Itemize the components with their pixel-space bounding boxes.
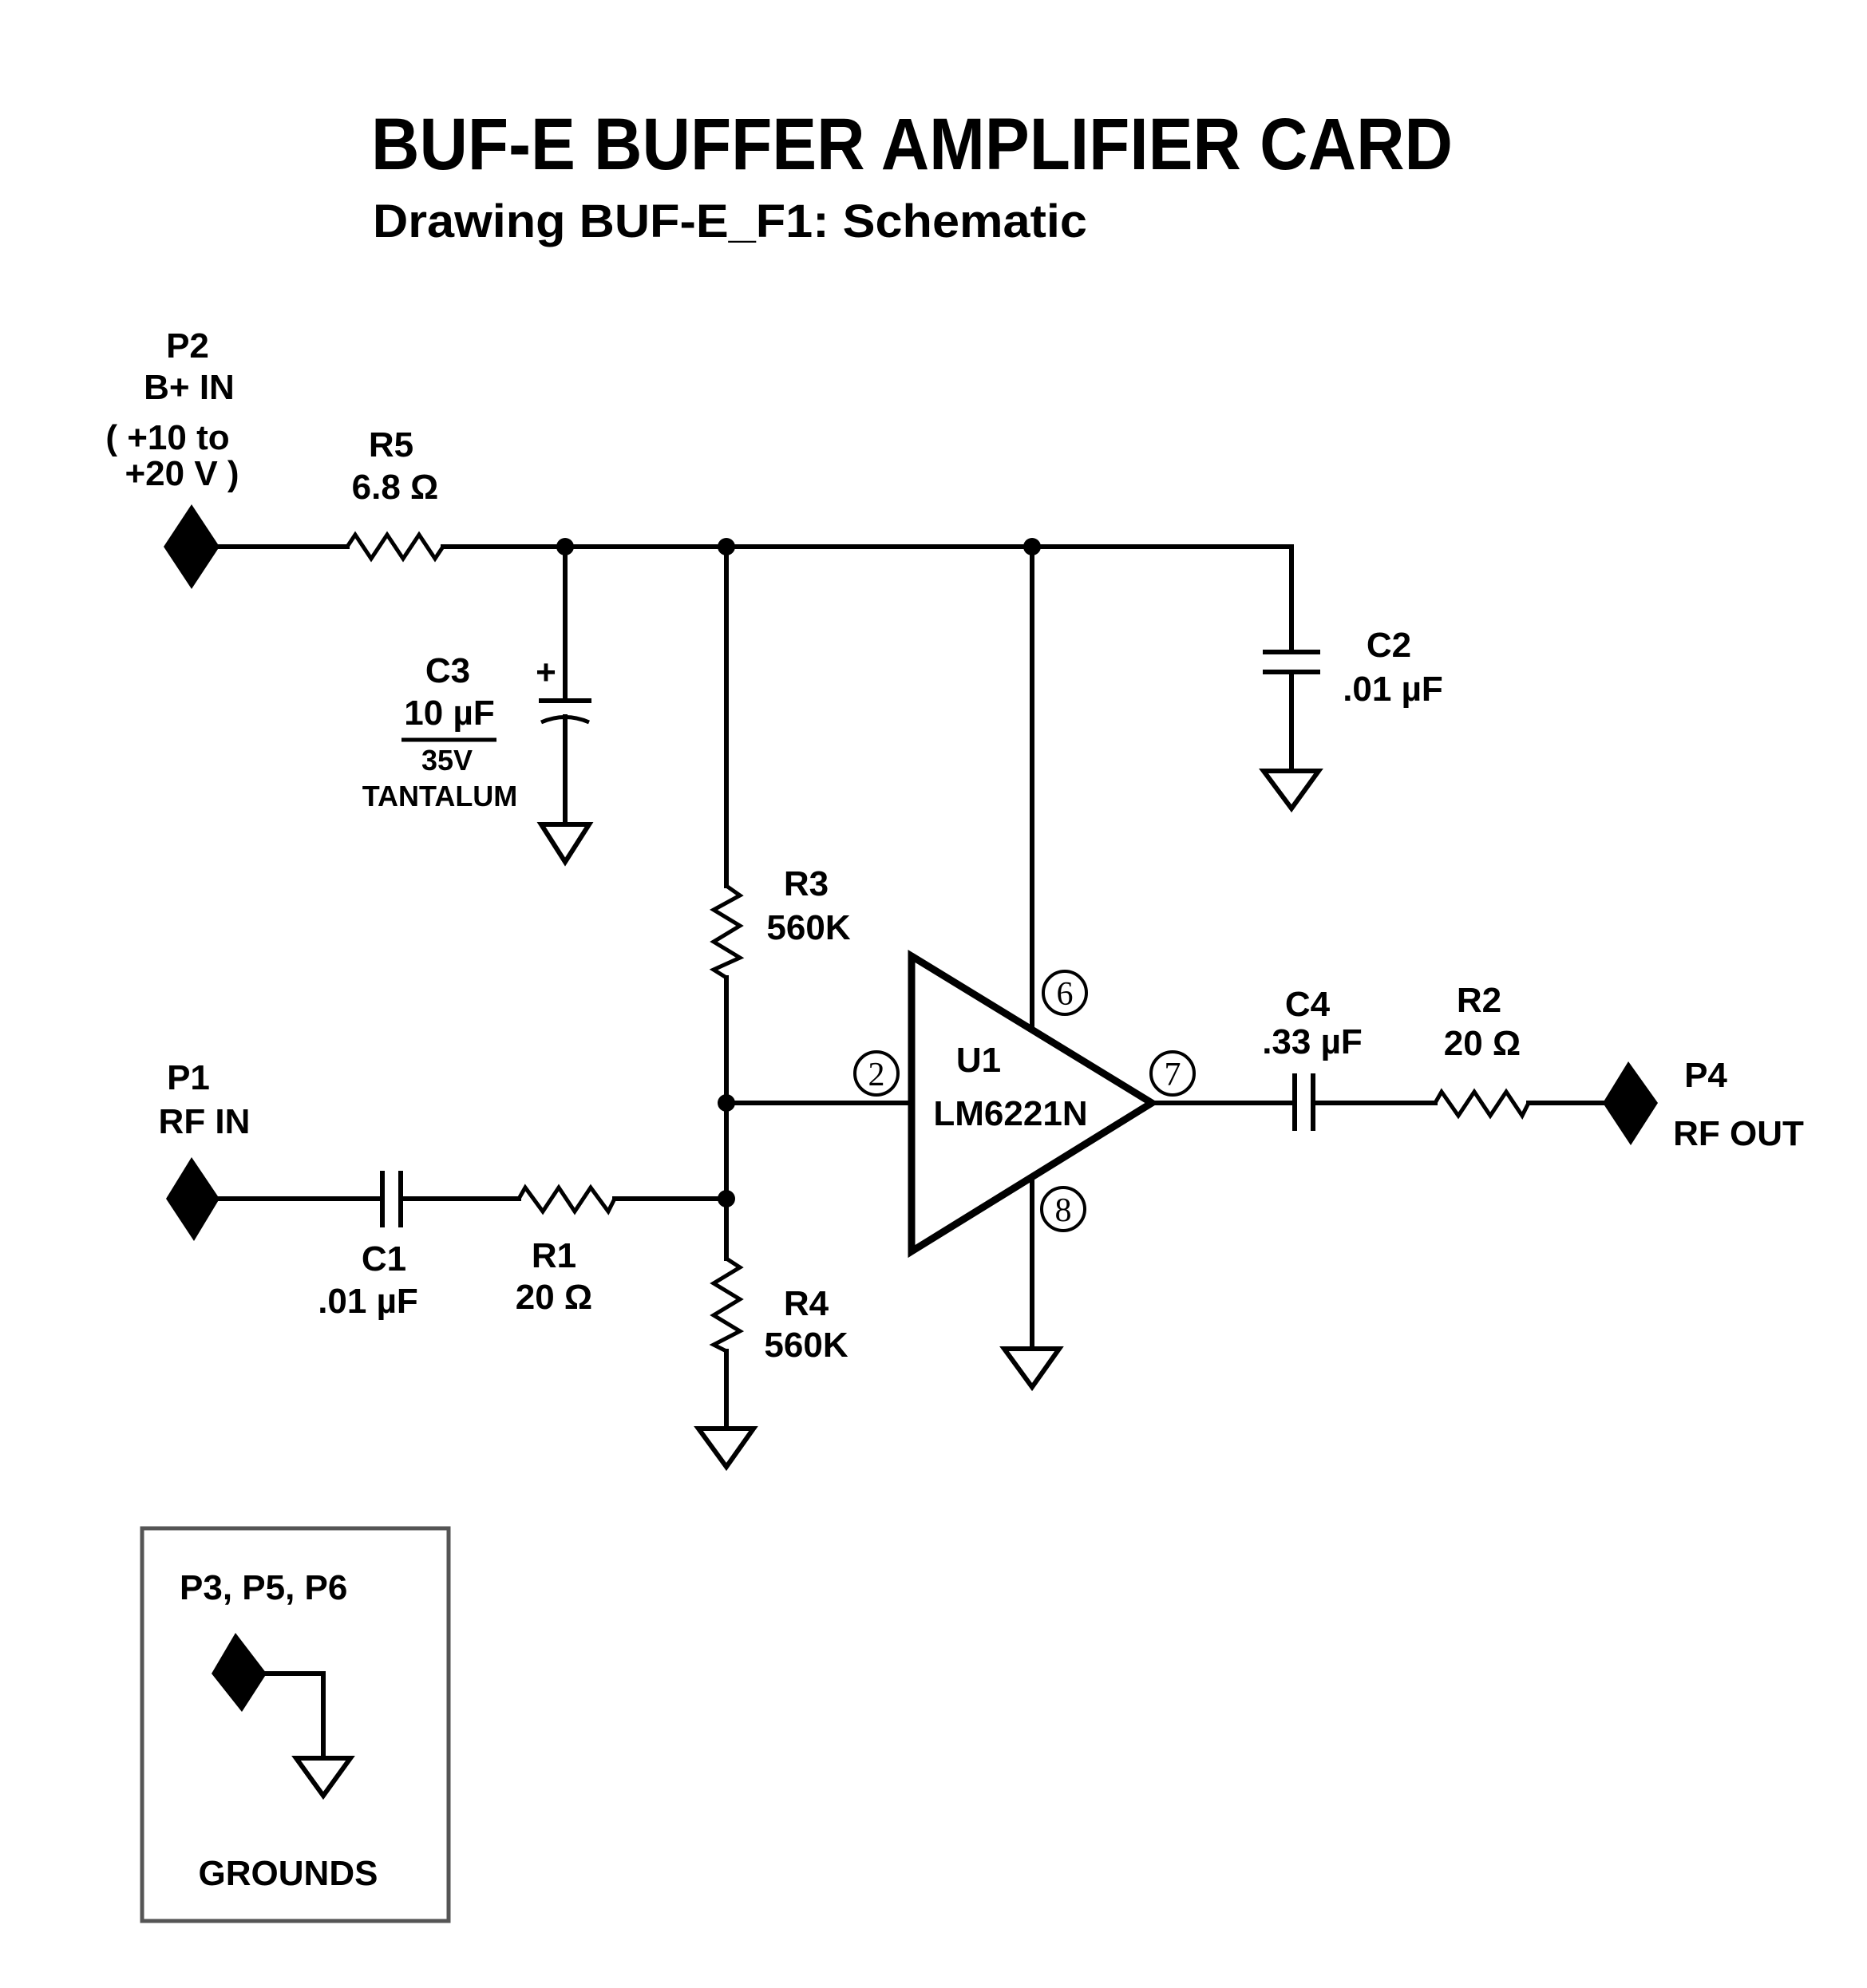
resistor-r4: R4 560K [694, 1256, 848, 1472]
capacitor-c3: + C3 10 µF 35V TANTALUM [362, 544, 594, 867]
c3-value-label: 10 µF [404, 694, 494, 733]
c3-ref-label: C3 [425, 651, 470, 690]
connector-p4: P4 RF OUT [1603, 1056, 1804, 1153]
grounds-legend-border [140, 1526, 451, 1923]
r1-value-label: 20 Ω [516, 1278, 592, 1317]
r3-value-label: 560K [766, 908, 850, 947]
p1-terminal-diamond-icon [166, 1157, 220, 1241]
u1-pin7-circle [1149, 1050, 1196, 1097]
resistor-r1: R1 20 Ω [516, 1184, 729, 1317]
c4-ref-label: C4 [1285, 985, 1331, 1024]
r2-value-label: 20 Ω [1444, 1024, 1521, 1063]
r4-ref-label: R4 [784, 1284, 829, 1323]
u1-pin2-label: 2 [868, 1057, 885, 1093]
c3-type-label: TANTALUM [362, 780, 518, 812]
p4-name-label: RF OUT [1673, 1114, 1804, 1153]
opamp-u1: U1 LM6221N 2 6 7 8 [853, 544, 1196, 1392]
r3-zigzag-icon [709, 883, 745, 980]
u1-pin2-circle [853, 1050, 900, 1097]
p4-ref-label: P4 [1684, 1056, 1727, 1095]
capacitor-c2: C2 .01 µF [1259, 626, 1443, 813]
resistor-r2: R2 20 Ω [1433, 981, 1531, 1120]
r1-zigzag-icon [516, 1184, 617, 1215]
u1-pin8-label: 8 [1055, 1192, 1072, 1229]
connector-p1: P1 RF IN [159, 1058, 385, 1241]
u1-pin8-circle [1040, 1186, 1086, 1232]
drawing-title: BUF-E BUFFER AMPLIFIER CARD [371, 104, 1453, 185]
c2-ground-icon [1259, 769, 1323, 813]
u1-part-label: LM6221N [933, 1094, 1087, 1133]
c4-value-label: .33 µF [1262, 1022, 1363, 1061]
p2-ref-label: P2 [166, 326, 209, 366]
r4-value-label: 560K [764, 1326, 848, 1365]
grounds-legend: P3, P5, P6 GROUNDS [140, 1526, 451, 1923]
c1-ref-label: C1 [362, 1239, 406, 1279]
resistor-r3: R3 560K [709, 544, 851, 1261]
c3-voltage-label: 35V [421, 744, 473, 777]
r4-ground-icon [694, 1426, 758, 1472]
r2-ref-label: R2 [1457, 981, 1501, 1020]
u1-pin6-label: 6 [1057, 976, 1074, 1013]
resistor-r5: R5 6.8 Ω [345, 425, 445, 563]
p2-terminal-diamond-icon [164, 504, 220, 589]
p4-terminal-diamond-icon [1603, 1061, 1658, 1145]
u1-pin6-circle [1042, 970, 1088, 1016]
p2-name-label: B+ IN [144, 368, 235, 407]
r5-zigzag-icon [345, 531, 445, 563]
grounds-refs-label: P3, P5, P6 [180, 1568, 347, 1607]
p2-range-line2: +20 V ) [125, 454, 239, 493]
grounds-wire [264, 1671, 326, 1761]
grounds-ground-icon [291, 1756, 355, 1800]
r5-ref-label: R5 [369, 425, 413, 464]
c2-ref-label: C2 [1367, 626, 1411, 665]
grounds-name-label: GROUNDS [199, 1854, 378, 1893]
r1-ref-label: R1 [532, 1236, 576, 1275]
p2-range-line1: ( +10 to [105, 418, 229, 457]
c1-value-label: .01 µF [318, 1282, 418, 1321]
r3-ref-label: R3 [784, 864, 829, 903]
drawing-subtitle: Drawing BUF-E_F1: Schematic [373, 196, 1087, 247]
u1-ref-label: U1 [956, 1041, 1001, 1080]
r2-zigzag-icon [1433, 1088, 1531, 1120]
c2-value-label: .01 µF [1343, 670, 1443, 709]
capacitor-c1: C1 .01 µF [318, 1171, 521, 1321]
u1-pin8-ground-icon [999, 1346, 1064, 1392]
u1-pin7-label: 7 [1165, 1057, 1181, 1093]
grounds-terminal-diamond-icon [212, 1633, 267, 1712]
capacitor-c4: C4 .33 µF [1262, 985, 1363, 1131]
supply-rail [217, 538, 1294, 654]
connector-p2: P2 B+ IN ( +10 to +20 V ) [105, 326, 239, 589]
r4-zigzag-icon [709, 1256, 745, 1354]
r5-value-label: 6.8 Ω [352, 468, 439, 507]
c3-polarity-mark: + [536, 653, 556, 692]
p1-ref-label: P1 [167, 1058, 210, 1097]
p1-name-label: RF IN [159, 1102, 251, 1141]
c3-ground-icon [536, 822, 594, 867]
